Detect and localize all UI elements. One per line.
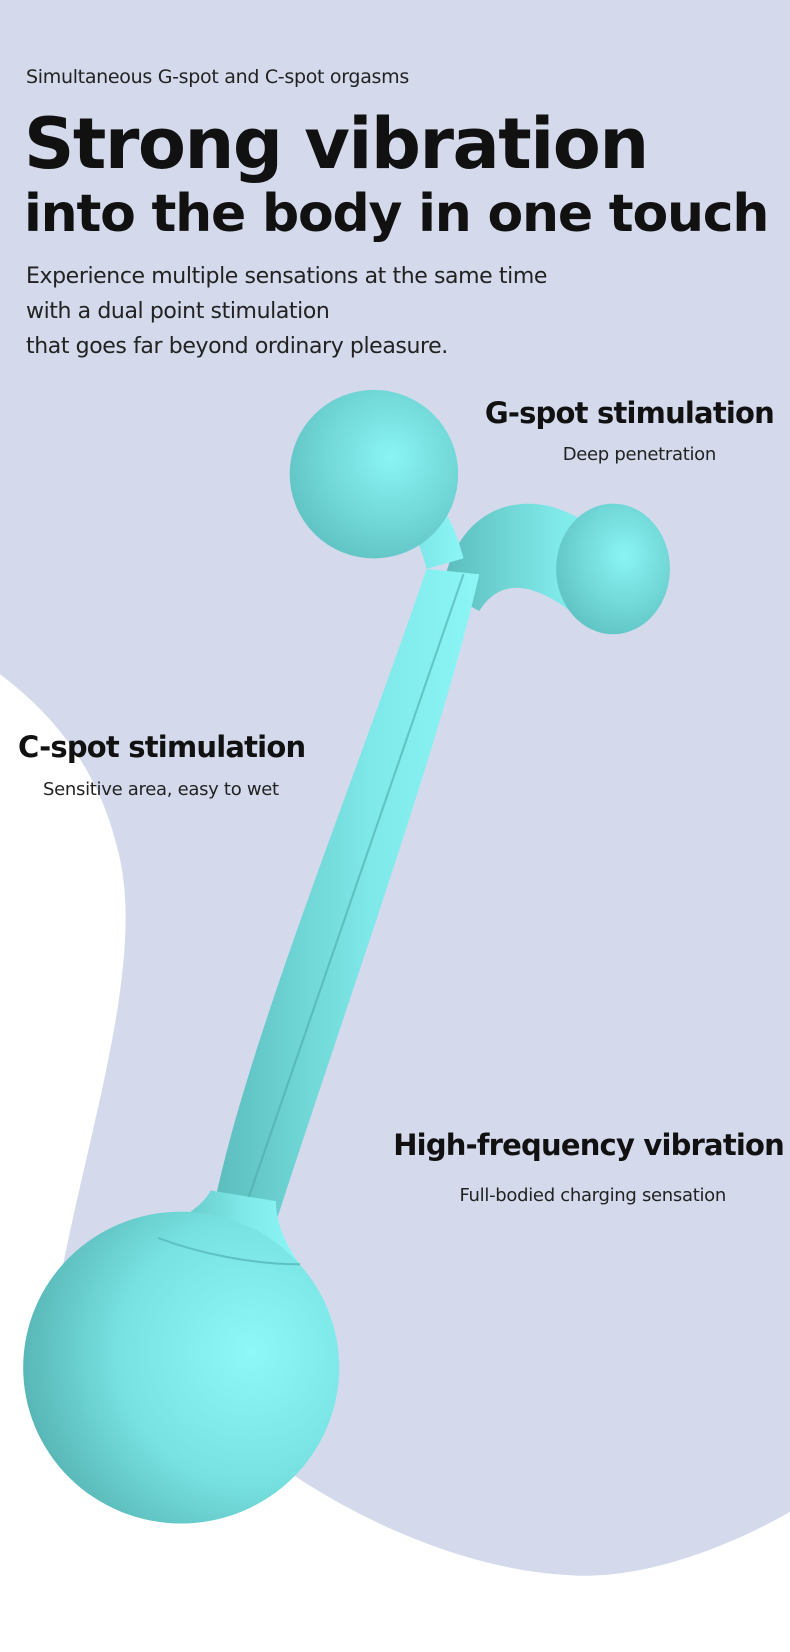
headline: Strong vibration [24, 103, 649, 185]
kicker-text: Simultaneous G-spot and C-spot orgasms [26, 66, 409, 88]
stem-divider [239, 573, 465, 1223]
vibration-subtitle: Full-bodied charging sensation [459, 1185, 726, 1206]
description-line: that goes far beyond ordinary pleasure. [26, 334, 448, 359]
description-line: Experience multiple sensations at the sa… [26, 264, 547, 289]
g-spot-head [556, 503, 670, 635]
stem [210, 568, 480, 1223]
g-spot-subtitle: Deep penetration [562, 444, 717, 465]
base-ball [23, 1211, 340, 1524]
vibration-title: High-frequency vibration [393, 1128, 785, 1162]
c-spot-title: C-spot stimulation [18, 730, 306, 764]
description-line: with a dual point stimulation [26, 299, 330, 324]
headline-line-2: into the body in one touch [24, 184, 769, 244]
g-spot-title: G-spot stimulation [484, 396, 775, 430]
c-spot-subtitle: Sensitive area, easy to wet [43, 779, 279, 800]
c-spot-head [289, 389, 459, 559]
